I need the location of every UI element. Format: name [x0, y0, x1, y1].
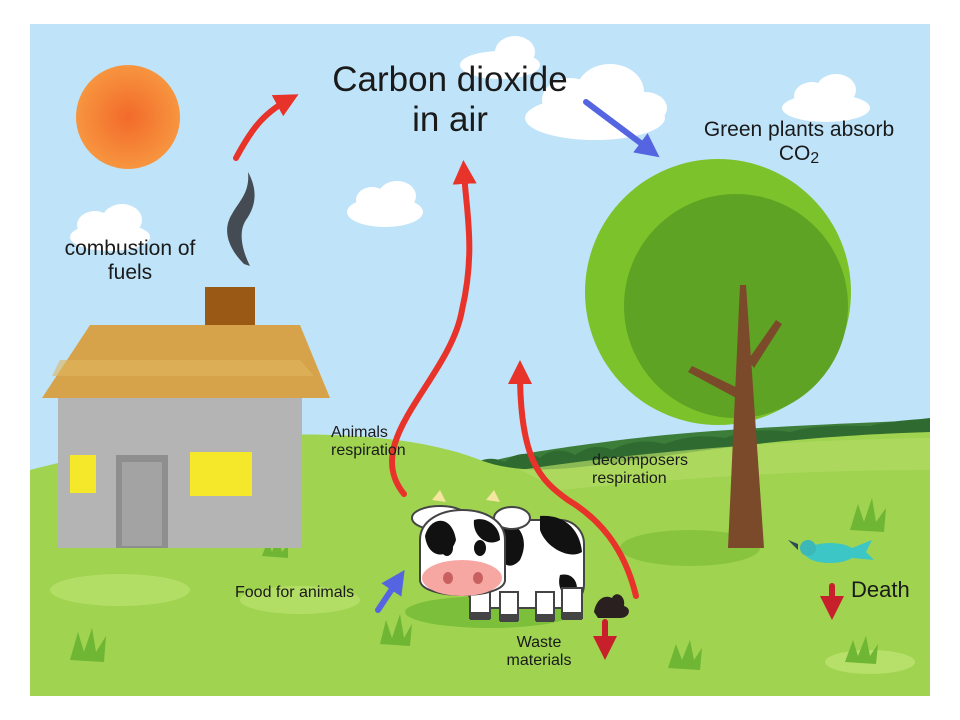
co2-subscript: 2 [810, 150, 820, 168]
label-green-plants: Green plants absorb CO2 [686, 118, 912, 168]
decomposers-line1: decomposers [592, 452, 689, 469]
arrow-animal-respiration [388, 160, 477, 497]
green-plants-line2: CO2 [686, 142, 912, 168]
tree-icon [585, 159, 851, 548]
waste-line2: materials [506, 652, 572, 670]
label-waste-materials: Waste materials [494, 634, 584, 671]
co2-base: CO [778, 142, 811, 166]
sun-icon [76, 65, 180, 169]
decomposers-line2: respiration [592, 470, 667, 488]
combustion-line1: combustion of [64, 237, 196, 260]
combustion-line2: fuels [107, 261, 153, 285]
title-line2: in air [412, 100, 488, 140]
waste-icon [594, 594, 629, 618]
label-decomposers-respiration: decomposers respiration [592, 452, 688, 489]
arrow-air-to-plants [583, 99, 660, 158]
cloud-icon [347, 181, 423, 227]
label-animals-respiration: Animals respiration [331, 424, 406, 461]
title-line1: Carbon dioxide [332, 60, 568, 99]
cloud-icon [70, 204, 150, 251]
animals-respiration-line1: Animals [331, 424, 388, 441]
label-combustion: combustion of fuels [46, 237, 214, 285]
arrow-combustion-to-air [233, 94, 299, 161]
smoke-icon [227, 172, 255, 266]
label-food-for-animals: Food for animals [235, 584, 355, 601]
arrow-decomposer-respiration [508, 360, 639, 599]
cloud-icon [460, 36, 540, 79]
animals-respiration-line2: respiration [331, 442, 406, 460]
cloud-icon [782, 74, 870, 122]
label-death: Death [851, 577, 910, 602]
arrow-food-for-animals [375, 570, 405, 613]
house-icon [42, 287, 330, 548]
title-co2-in-air: Carbon dioxide in air [300, 60, 600, 141]
cow-icon [411, 490, 585, 622]
bird-icon [788, 540, 874, 563]
green-plants-line1: Green plants absorb [703, 118, 895, 141]
waste-line1: Waste [516, 634, 562, 651]
